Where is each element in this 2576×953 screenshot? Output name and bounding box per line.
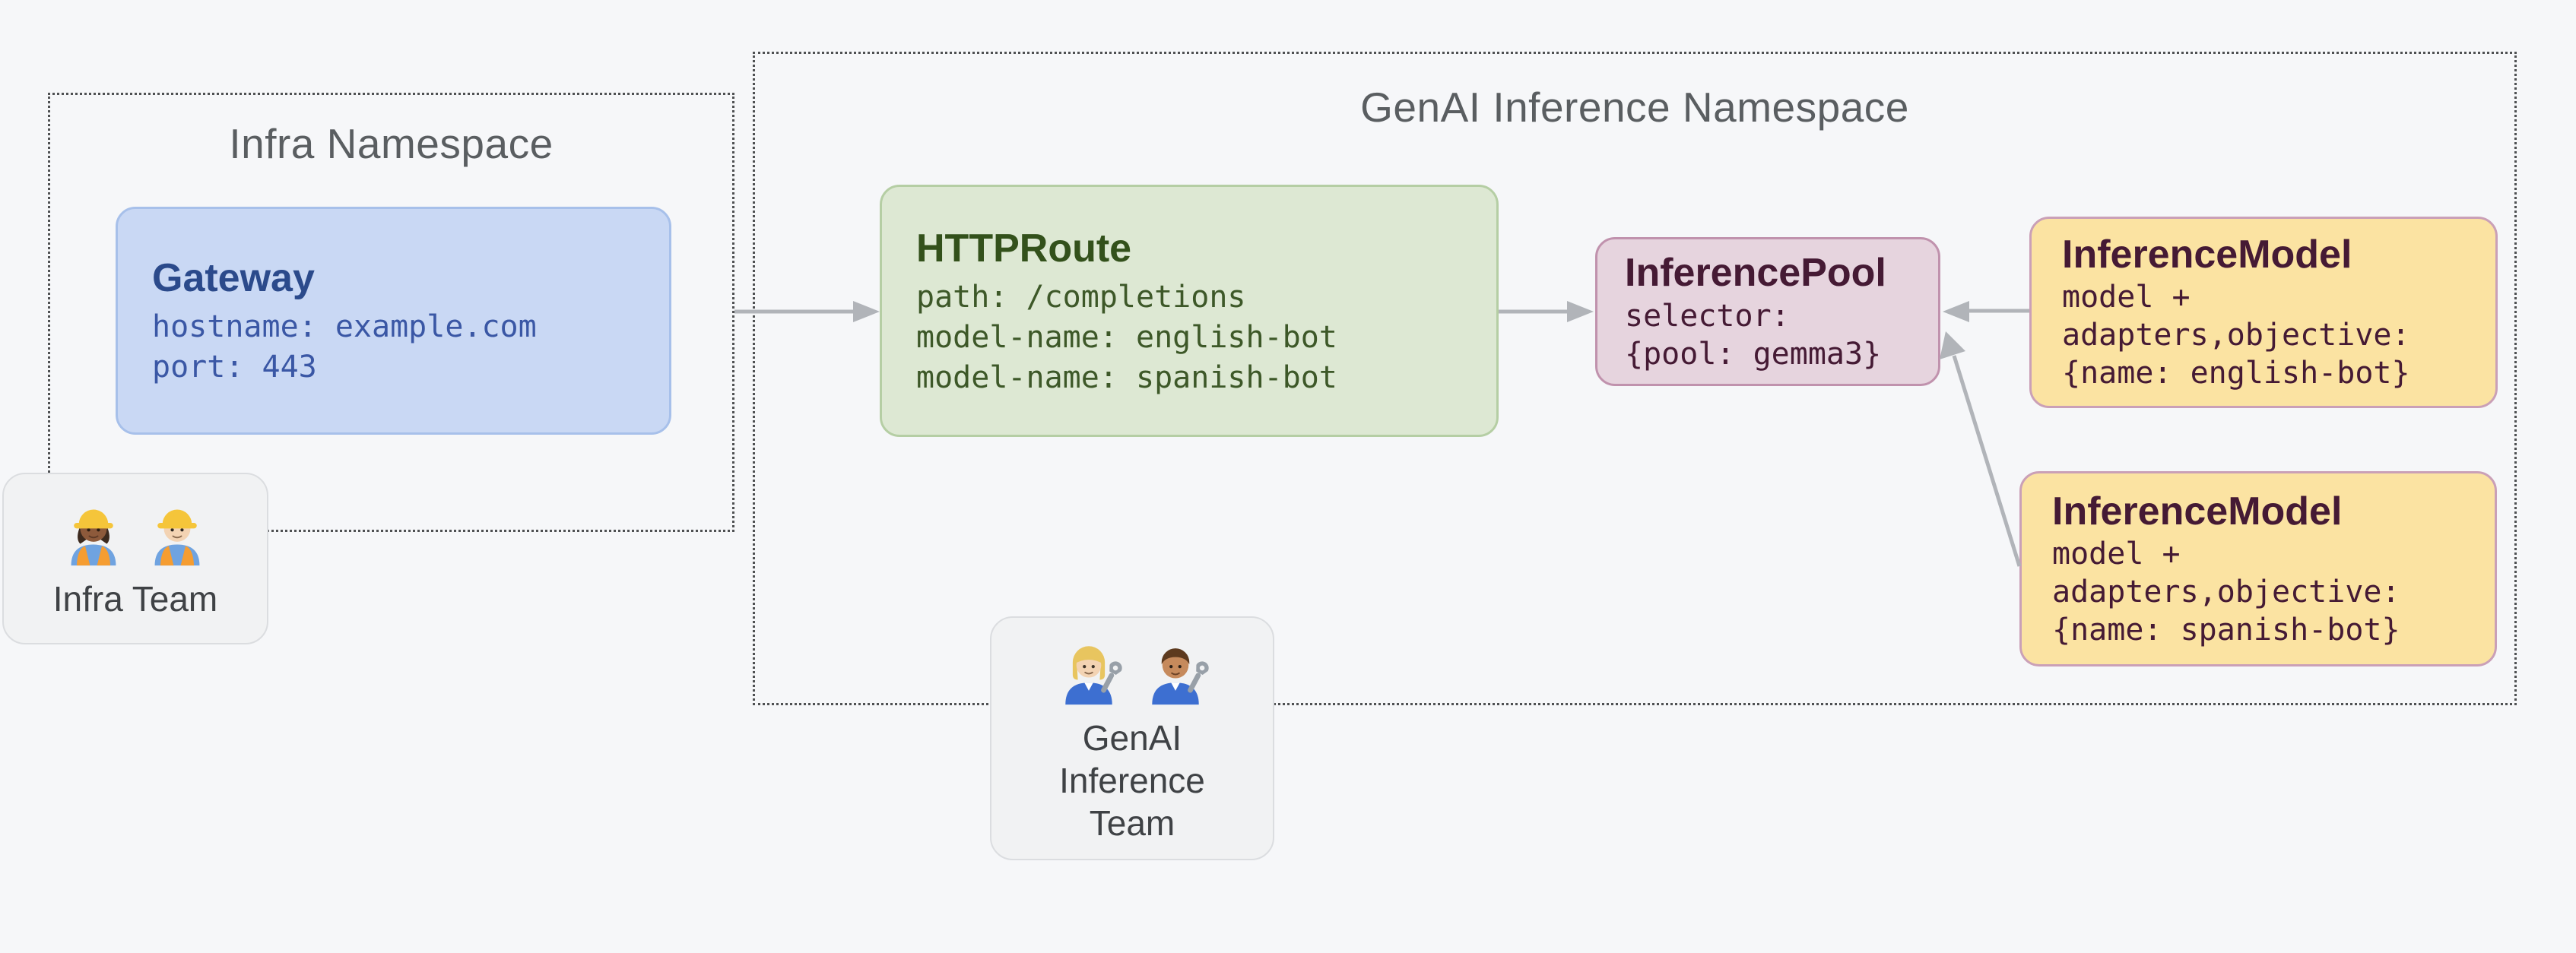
woman-construction-worker-icon <box>71 509 116 566</box>
inference-pool-title: InferencePool <box>1625 251 1886 295</box>
man-mechanic-icon <box>1152 647 1209 704</box>
httproute-path-line: path: /completions <box>916 279 1246 315</box>
inference-model-english-line-2: adapters,objective: <box>2062 318 2410 353</box>
inference-model-english-line-3: {name: english-bot} <box>2062 356 2410 391</box>
genai-team-label-line-1: GenAI <box>1082 717 1182 758</box>
infra-namespace-title: Infra Namespace <box>229 120 554 167</box>
inference-model-spanish-title: InferenceModel <box>2052 489 2343 533</box>
httproute-title: HTTPRoute <box>916 226 1132 271</box>
inference-model-english-title: InferenceModel <box>2062 233 2352 277</box>
genai-team-label-line-3: Team <box>1089 803 1175 843</box>
inference-model-spanish-card: InferenceModel model + adapters,objectiv… <box>2019 471 2497 666</box>
httproute-model-english-line: model-name: english-bot <box>916 319 1337 355</box>
infra-team-icons <box>59 497 212 567</box>
genai-team-label-line-2: Inference <box>1059 760 1205 800</box>
genai-team-icons <box>1052 633 1212 706</box>
man-construction-worker-icon <box>154 509 200 566</box>
infra-team-label: Infra Team <box>52 579 218 619</box>
inference-model-english-card: InferenceModel model + adapters,objectiv… <box>2029 217 2498 408</box>
infra-team-card: Infra Team <box>2 473 268 644</box>
inference-pool-pool-line: {pool: gemma3} <box>1625 337 1882 372</box>
genai-team-card: GenAI Inference Team <box>990 616 1274 860</box>
inference-model-english-line-1: model + <box>2062 280 2191 315</box>
gateway-port-line: port: 443 <box>152 350 317 385</box>
genai-team-label: GenAI Inference Team <box>1059 717 1205 844</box>
inference-pool-card: InferencePool selector: {pool: gemma3} <box>1595 237 1940 386</box>
inference-pool-selector-line: selector: <box>1625 299 1790 334</box>
httproute-model-spanish-line: model-name: spanish-bot <box>916 359 1337 395</box>
gateway-title: Gateway <box>152 256 315 300</box>
inference-model-spanish-line-2: adapters,objective: <box>2052 574 2400 609</box>
genai-namespace-container: GenAI Inference Namespace <box>753 52 2517 705</box>
httproute-card: HTTPRoute path: /completions model-name:… <box>880 185 1499 437</box>
gateway-hostname-line: hostname: example.com <box>152 309 537 344</box>
inference-model-spanish-line-3: {name: spanish-bot} <box>2052 612 2400 647</box>
woman-mechanic-icon <box>1065 645 1122 704</box>
inference-model-spanish-line-1: model + <box>2052 536 2181 571</box>
genai-namespace-title: GenAI Inference Namespace <box>1360 84 1909 131</box>
gateway-card: Gateway hostname: example.com port: 443 <box>116 207 671 435</box>
infra-namespace-container: Infra Namespace <box>48 93 734 532</box>
